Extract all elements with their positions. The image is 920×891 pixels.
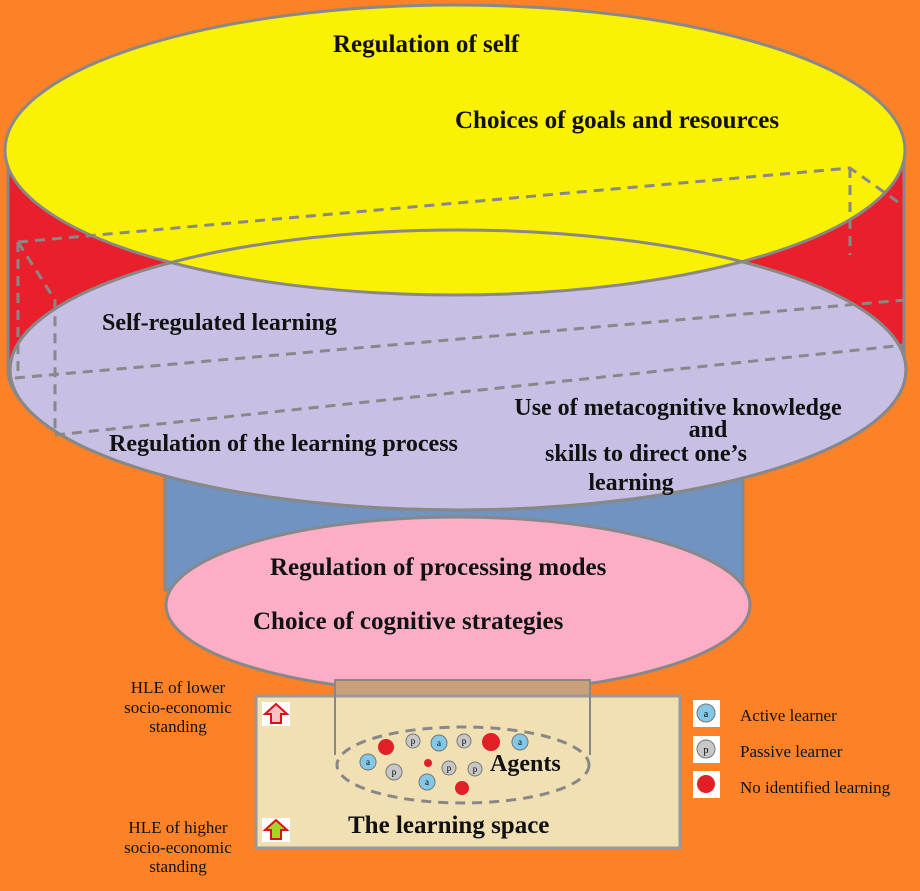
hle-lower-line-3: standing (149, 717, 207, 737)
agent-active (418, 773, 436, 791)
agent-passive (405, 733, 421, 749)
agent-active (511, 733, 529, 751)
svg-text:p: p (473, 764, 478, 774)
agent-active (359, 753, 377, 771)
agent-none (378, 739, 394, 755)
agents-group: p a p a a p p p a (359, 733, 529, 795)
bottom-disc (164, 515, 752, 695)
middle-meta-line-4: learning (588, 470, 674, 496)
legend-icons: a p (693, 700, 720, 798)
svg-text:a: a (437, 738, 441, 748)
agent-none (455, 781, 469, 795)
legend-passive-label: Passive learner (740, 742, 843, 761)
svg-text:p: p (447, 763, 452, 773)
legend-active-label: Active learner (740, 706, 837, 725)
middle-disc-rim (8, 228, 908, 512)
middle-process: Regulation of the learning process (109, 431, 458, 457)
middle-meta-line-1: Use of metacognitive knowledge (514, 395, 842, 421)
up-arrow-icon (262, 818, 290, 842)
agent-passive (467, 761, 483, 777)
legend-active-icon (696, 703, 716, 723)
hle-higher-line-3: standing (149, 857, 207, 877)
legend-passive-icon (696, 739, 716, 759)
dashed-box (14, 166, 906, 437)
hle-lower-line-2: socio-economic (124, 697, 232, 717)
hle-lower-label: HLE of lower socio-economic standing (108, 678, 248, 737)
svg-text:p: p (704, 745, 709, 756)
agent-none (482, 733, 500, 751)
agent-none (424, 759, 432, 767)
svg-text:p: p (392, 767, 397, 777)
bottom-subtitle: Choice of cognitive strategies (253, 608, 564, 635)
agent-passive (385, 763, 403, 781)
svg-text:p: p (462, 736, 467, 746)
legend-none-icon (697, 775, 715, 793)
hle-lower-line-1: HLE of lower (130, 678, 226, 697)
middle-title: Self-regulated learning (102, 310, 337, 336)
middle-meta-line-3: skills to direct one’s (545, 441, 747, 467)
agents-ellipse (335, 725, 591, 805)
top-subtitle: Choices of goals and resources (455, 107, 780, 134)
top-title: Regulation of self (333, 31, 520, 58)
learning-space-title: The learning space (348, 812, 550, 839)
agent-active (430, 734, 448, 752)
svg-text:p: p (411, 736, 416, 746)
hle-higher-label: HLE of higher socio-economic standing (103, 818, 253, 877)
svg-text:a: a (425, 777, 429, 787)
hle-higher-line-1: HLE of higher (128, 818, 228, 837)
learning-space-box (254, 694, 682, 850)
agent-passive (456, 733, 472, 749)
bottom-title: Regulation of processing modes (270, 554, 607, 581)
svg-text:a: a (366, 757, 370, 767)
svg-text:a: a (518, 737, 522, 747)
middle-meta-line-2: and (688, 417, 728, 443)
agent-passive (441, 760, 457, 776)
legend-none-label: No identified learning (740, 778, 891, 797)
hle-higher-line-2: socio-economic (124, 837, 232, 857)
up-arrow-icon (262, 702, 290, 726)
agents-label: Agents (490, 751, 561, 777)
svg-text:a: a (704, 709, 709, 720)
